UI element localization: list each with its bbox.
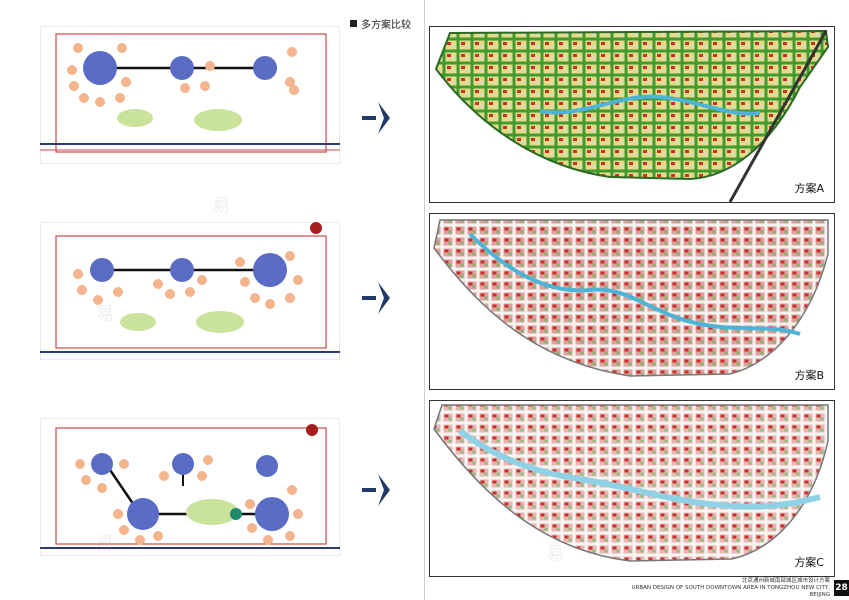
watermark: 易 xyxy=(212,196,230,217)
hub-node xyxy=(256,455,278,477)
orange-node-ring xyxy=(67,43,299,107)
marker-node xyxy=(306,424,318,436)
footer: 北京通州新城南部城区城市设计方案 URBAN DESIGN OF SOUTH D… xyxy=(620,578,830,599)
teal-node xyxy=(230,508,242,520)
hub-node xyxy=(90,258,114,282)
road-loop xyxy=(55,33,327,153)
hub-node xyxy=(253,56,277,80)
plan-b-map xyxy=(433,219,829,377)
watermark: 易 xyxy=(96,304,114,325)
hub-node xyxy=(255,497,289,531)
section-header: 多方案比较 xyxy=(350,16,411,31)
diagram-c xyxy=(40,418,340,556)
plan-c-frame: 方案C xyxy=(429,400,835,577)
green-node xyxy=(186,499,238,525)
plan-label: 方案A xyxy=(792,180,826,196)
plan-area xyxy=(433,404,829,562)
arrow-right-icon xyxy=(362,474,390,506)
footer-title-cn: 北京通州新城南部城区城市设计方案 xyxy=(741,578,830,584)
square-bullet-icon xyxy=(350,20,357,27)
arrow-right-icon xyxy=(362,102,390,134)
marker-node xyxy=(310,222,322,234)
highway xyxy=(728,30,828,202)
river xyxy=(458,428,821,510)
diagram-b xyxy=(40,222,340,360)
watermark: 易 xyxy=(546,544,564,565)
road-loop xyxy=(55,427,327,545)
watermark: 易 xyxy=(96,534,114,555)
green-node xyxy=(196,311,244,333)
hub-node xyxy=(83,51,117,85)
plan-area xyxy=(434,29,830,181)
green-node xyxy=(194,109,242,131)
diagram-a xyxy=(40,26,340,164)
hub-node xyxy=(172,453,194,475)
river xyxy=(539,94,761,116)
road-loop xyxy=(55,235,327,349)
orange-node-ring xyxy=(75,455,303,545)
plan-b-frame: 方案B xyxy=(429,213,835,390)
hub-node xyxy=(170,56,194,80)
footer-title-en: URBAN DESIGN OF SOUTH DOWNTOWN AREA IN T… xyxy=(631,585,830,598)
page-divider xyxy=(424,0,425,600)
green-node xyxy=(120,313,156,331)
hub-node xyxy=(253,253,287,287)
plan-label: 方案B xyxy=(792,367,826,383)
hub-node xyxy=(91,453,113,475)
plan-c-map xyxy=(433,404,829,562)
plan-a-frame: 方案A xyxy=(429,26,835,203)
plan-a-map xyxy=(434,29,830,202)
page-number: 28 xyxy=(834,580,849,596)
plan-label: 方案C xyxy=(792,554,826,570)
orange-node-ring xyxy=(73,251,303,309)
river xyxy=(468,232,801,336)
hub-node xyxy=(170,258,194,282)
green-node xyxy=(117,109,153,127)
hub-node xyxy=(127,498,159,530)
section-title: 多方案比较 xyxy=(361,20,411,31)
arrow-right-icon xyxy=(362,282,390,314)
